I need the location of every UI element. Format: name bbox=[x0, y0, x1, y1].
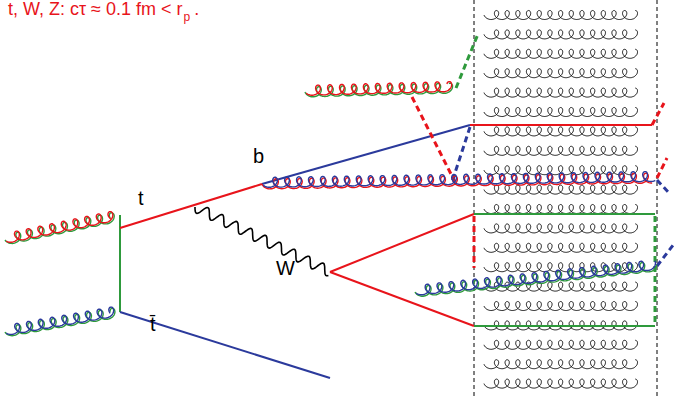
quark-lines bbox=[120, 125, 655, 378]
plasma-boundary bbox=[474, 0, 657, 397]
gluon-coil bbox=[484, 360, 638, 369]
gluon-coil bbox=[484, 379, 638, 388]
gluon-coil bbox=[484, 340, 638, 349]
gluon-coil bbox=[6, 307, 114, 334]
w-boson bbox=[195, 207, 328, 276]
gluon-lines bbox=[5, 82, 657, 336]
gluon-coil bbox=[484, 11, 638, 20]
note-text: t, W, Z: cτ ≈ 0.1 fm < r bbox=[8, 0, 183, 18]
note-text: . bbox=[194, 0, 199, 18]
gluon-coil bbox=[5, 213, 114, 244]
gluon-coil bbox=[484, 30, 638, 39]
particle-label: t̄ bbox=[150, 314, 156, 334]
particle-label: t bbox=[138, 188, 144, 208]
plasma-gluons bbox=[484, 11, 638, 389]
subscript: p bbox=[184, 11, 191, 23]
gluon-coil bbox=[484, 88, 638, 97]
gluon-coil bbox=[6, 212, 113, 243]
gluon-coil bbox=[484, 185, 638, 194]
gluon-coil bbox=[484, 243, 638, 252]
gluon-coil bbox=[484, 146, 638, 155]
gluon-coil bbox=[484, 69, 638, 78]
gluon-coil bbox=[484, 205, 638, 214]
gluon-coil bbox=[306, 82, 452, 96]
gluon-coil bbox=[484, 49, 638, 58]
gluon-coil bbox=[5, 308, 115, 335]
gluon-coil bbox=[484, 302, 638, 311]
gluon-coil bbox=[416, 261, 655, 295]
gluon-coil bbox=[263, 172, 655, 188]
gluon-coil bbox=[484, 127, 638, 136]
particle-label: b bbox=[253, 146, 264, 166]
gluon-coil bbox=[484, 224, 638, 233]
particle-label: W bbox=[276, 258, 295, 278]
gluon-coil bbox=[484, 108, 638, 117]
